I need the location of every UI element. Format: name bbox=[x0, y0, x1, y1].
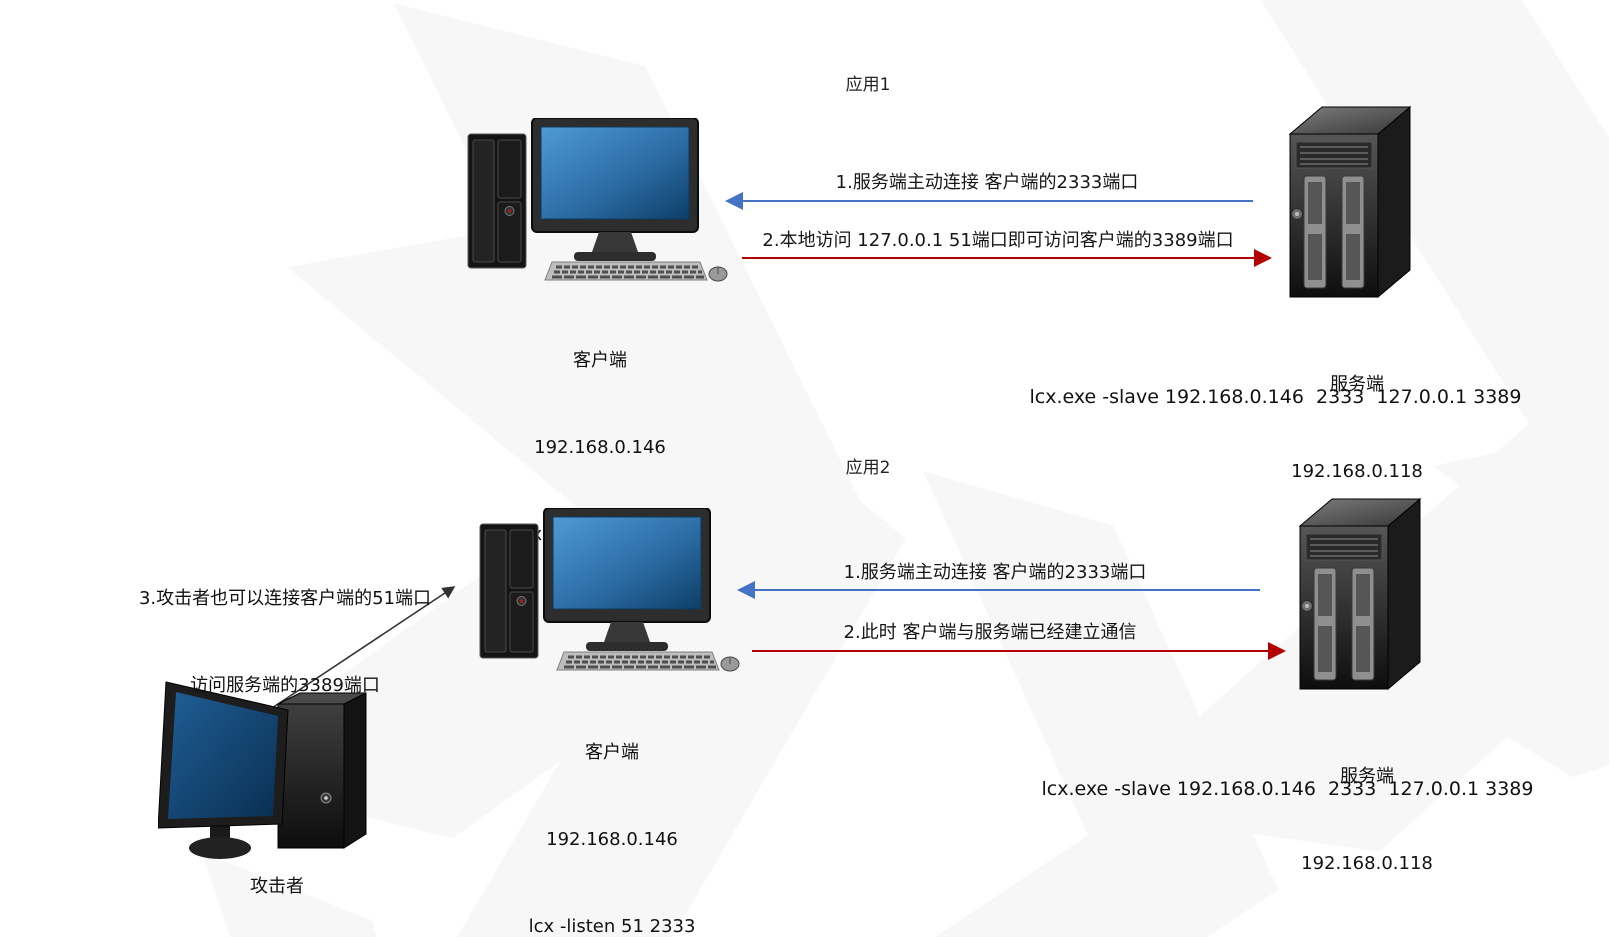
client1-ip: 192.168.0.146 bbox=[534, 437, 666, 458]
client2-ip: 192.168.0.146 bbox=[546, 829, 678, 850]
client1-name: 客户端 bbox=[573, 350, 627, 371]
app2-red-arrow-label: 2.此时 客户端与服务端已经建立通信 bbox=[843, 622, 1137, 643]
app1-red-arrow-label: 2.本地访问 127.0.0.1 51端口即可访问客户端的3389端口 bbox=[762, 230, 1234, 251]
server2-labels: 服务端 192.168.0.118 bbox=[1287, 704, 1447, 936]
server1-tower-icon bbox=[1278, 94, 1438, 304]
attacker-label: 攻击者 bbox=[250, 876, 304, 897]
server1-ip: 192.168.0.118 bbox=[1291, 461, 1423, 482]
server1-command: lcx.exe -slave 192.168.0.146 2333 127.0.… bbox=[1029, 386, 1522, 408]
server1-name: 服务端 bbox=[1330, 374, 1384, 395]
server1-labels: 服务端 192.168.0.118 bbox=[1277, 312, 1437, 544]
client1-desktop-computer-icon bbox=[466, 118, 731, 286]
client2-desktop-computer-icon bbox=[478, 508, 743, 676]
server2-ip: 192.168.0.118 bbox=[1301, 853, 1433, 874]
server2-name: 服务端 bbox=[1340, 766, 1394, 787]
client2-command: lcx -listen 51 2333 bbox=[528, 916, 696, 937]
attacker-note-line2: 访问服务端的3389端口 bbox=[190, 675, 380, 696]
client2-labels: 客户端 192.168.0.146 lcx -listen 51 2333 bbox=[480, 680, 744, 937]
section2-title: 应用2 bbox=[845, 458, 891, 478]
app2-blue-arrow-label: 1.服务端主动连接 客户端的2333端口 bbox=[843, 562, 1147, 583]
attacker-note: 3.攻击者也可以连接客户端的51端口 访问服务端的3389端口 bbox=[95, 526, 475, 758]
server2-tower-icon bbox=[1288, 486, 1448, 696]
client2-name: 客户端 bbox=[585, 742, 639, 763]
attacker-note-line1: 3.攻击者也可以连接客户端的51端口 bbox=[138, 588, 432, 609]
server2-command: lcx.exe -slave 192.168.0.146 2333 127.0.… bbox=[1041, 778, 1534, 800]
section1-title: 应用1 bbox=[845, 75, 891, 95]
app1-blue-arrow-label: 1.服务端主动连接 客户端的2333端口 bbox=[835, 172, 1139, 193]
